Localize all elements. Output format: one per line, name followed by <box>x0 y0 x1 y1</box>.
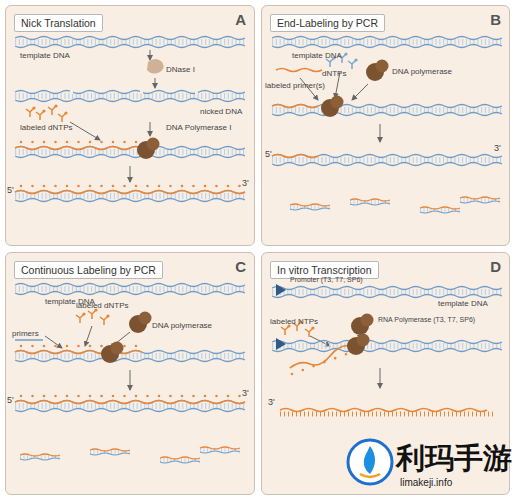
title-text: End-Labeling by PCR <box>277 17 378 29</box>
title-text: In vitro Transcription <box>277 264 372 276</box>
watermark: limakeji.info <box>400 478 452 488</box>
part-label: dNTPs <box>322 70 346 78</box>
part-label: primers <box>12 330 39 338</box>
part-label: 5' <box>265 150 272 159</box>
part-label: DNA polymerase <box>152 322 212 330</box>
title-text: Nick Translation <box>21 17 96 29</box>
part-label: template DNA <box>292 52 342 60</box>
panel-title: Continuous Labeling by PCR <box>14 261 163 279</box>
panel-letter: A <box>235 11 246 28</box>
part-label: nicked DNA <box>200 108 242 116</box>
part-label: 5' <box>7 396 14 405</box>
panel-letter: D <box>490 258 501 275</box>
part-label: Promoter (T3, T7, SP6) <box>290 276 363 283</box>
panel-letter: C <box>235 258 246 275</box>
part-label: 3' <box>242 389 249 398</box>
title-text: Continuous Labeling by PCR <box>21 264 156 276</box>
method-panel: B End-Labeling by PCR <box>261 5 510 246</box>
part-label: RNA Polymerase (T3, T7, SP6) <box>378 316 475 323</box>
part-label: DNA polymerase <box>392 68 452 76</box>
part-label: 5' <box>7 186 14 195</box>
part-label: labeled primer(s) <box>265 82 325 90</box>
panel-letter: B <box>490 11 501 28</box>
part-label: 3' <box>268 398 275 407</box>
part-label: DNase I <box>166 66 195 74</box>
panel-title: Nick Translation <box>14 14 103 32</box>
part-label: template DNA <box>20 52 70 60</box>
part-label: 3' <box>494 144 501 153</box>
panel-title: End-Labeling by PCR <box>270 14 385 32</box>
part-label: DNA Polymerase I <box>166 124 231 132</box>
part-label: 3' <box>242 179 249 188</box>
watermark: 利玛手游 <box>396 444 512 473</box>
method-panel: C Continuous Labeling by PCR <box>5 252 255 495</box>
part-label: template DNA <box>438 300 488 308</box>
part-label: labeled dNTPs <box>76 302 128 310</box>
part-label: labeled NTPs <box>270 318 318 326</box>
part-label: labeled dNTPs <box>20 124 72 132</box>
